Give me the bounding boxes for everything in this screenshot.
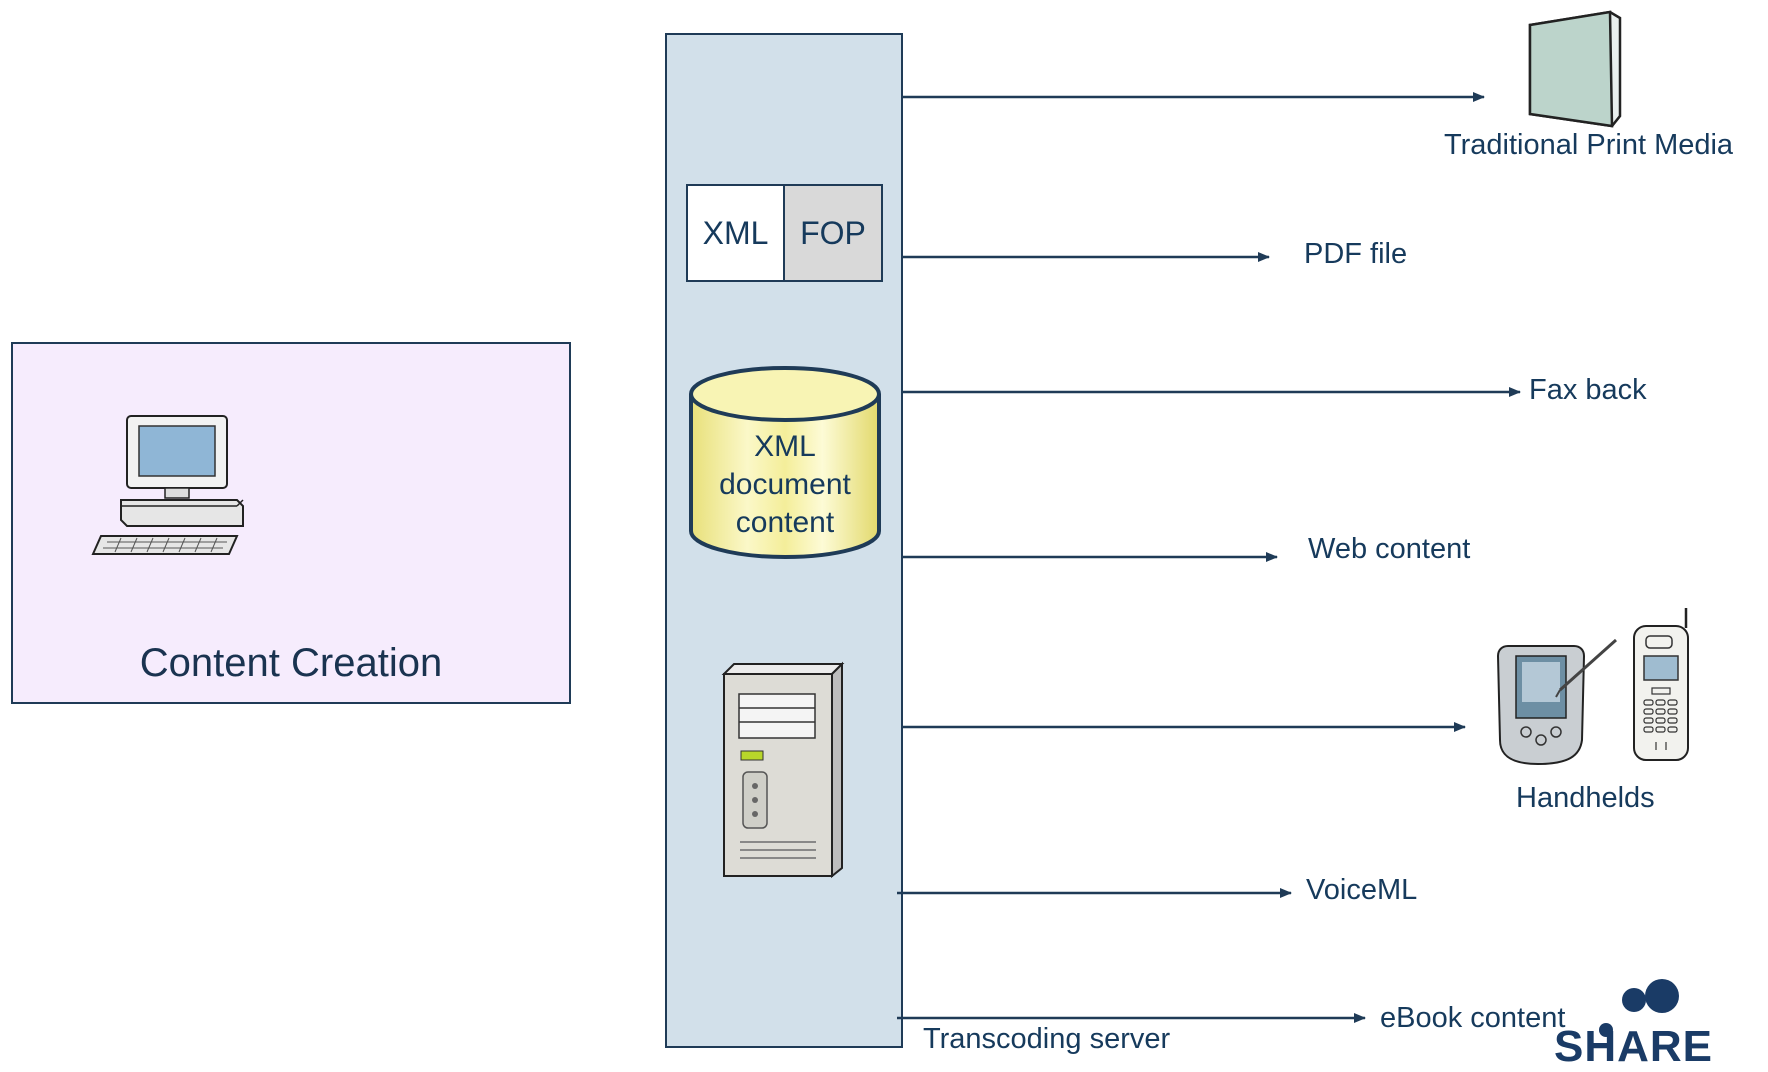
label-web-content: Web content xyxy=(1308,533,1471,565)
label-fax-back: Fax back xyxy=(1529,374,1647,406)
content-creation-label: Content Creation xyxy=(139,641,443,685)
label-transcoding-server: Transcoding server xyxy=(923,1023,1171,1055)
db-label-line-2: document xyxy=(719,468,851,501)
content-creation-panel: Content Creation xyxy=(11,342,571,704)
server-tower-icon xyxy=(721,661,845,879)
database-cylinder-icon xyxy=(689,366,881,559)
label-pdf-file: PDF file xyxy=(1304,238,1408,270)
label-handhelds: Handhelds xyxy=(1516,782,1655,814)
label-ebook-content: eBook content xyxy=(1380,1002,1566,1034)
share-logo-text: SHARE xyxy=(1554,1022,1714,1071)
fop-box: FOP xyxy=(783,184,883,282)
book-icon xyxy=(1528,10,1622,128)
desktop-computer-icon xyxy=(91,415,244,555)
label-traditional-print-media: Traditional Print Media xyxy=(1444,129,1734,161)
pda-icon xyxy=(1496,638,1617,766)
db-label-line-1: XML xyxy=(754,430,816,463)
share-logo-icon xyxy=(1599,979,1679,1037)
label-voiceml: VoiceML xyxy=(1306,874,1418,906)
xml-box: XML xyxy=(686,184,785,282)
db-label-line-3: content xyxy=(735,506,835,539)
mobile-phone-icon xyxy=(1633,608,1689,761)
xml-document-content-label: XML document content xyxy=(690,428,880,542)
